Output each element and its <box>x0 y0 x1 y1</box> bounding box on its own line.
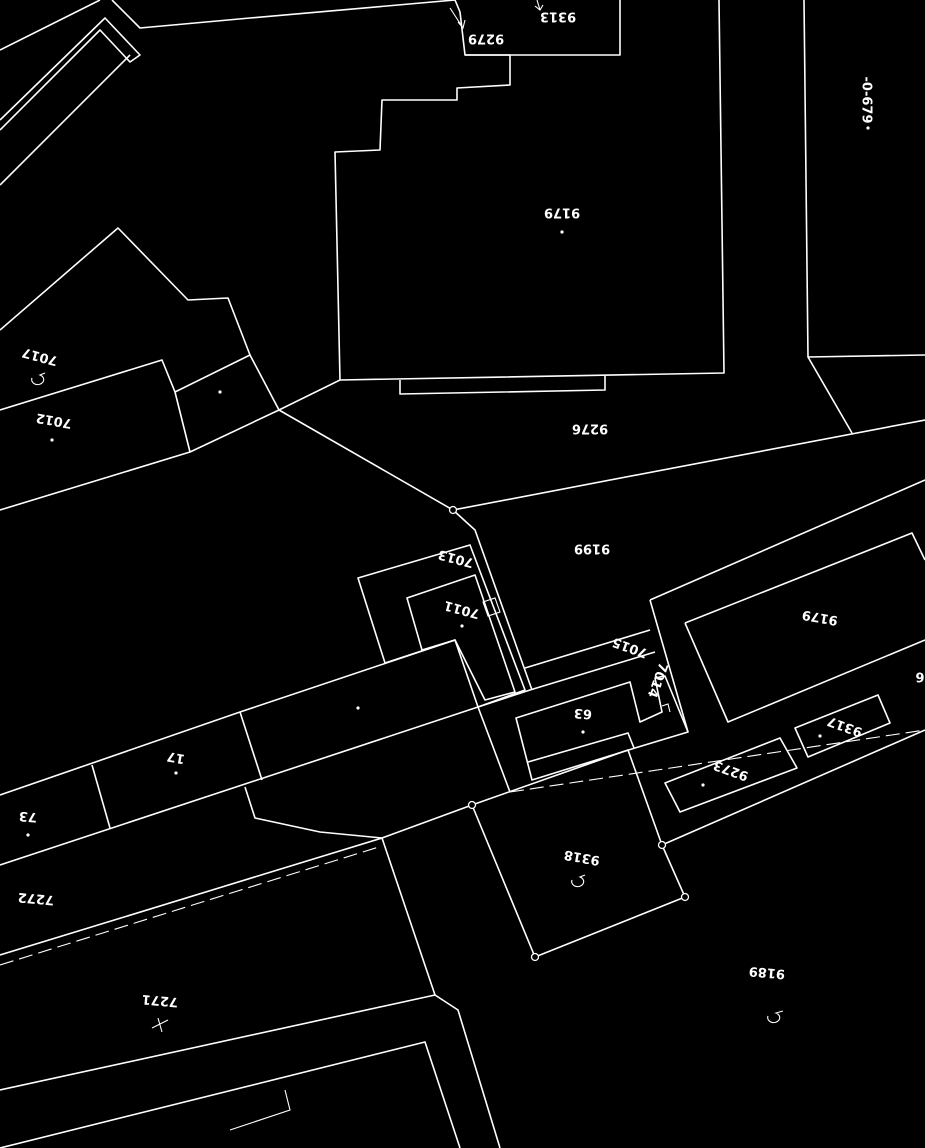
road-edge <box>278 379 454 511</box>
parcel-label-p17: 17 <box>166 748 186 766</box>
parcel-9313[interactable] <box>465 0 621 56</box>
parcel-boundary <box>527 732 635 763</box>
parcel-label-p9276: 9276 <box>572 421 608 436</box>
parcel-label-p73: 73 <box>18 808 37 825</box>
tree-symbol <box>31 372 46 386</box>
survey-point <box>530 952 540 962</box>
parcel-label-p9179b: 9179 <box>801 606 839 627</box>
parcel-label-p679: -0-679 <box>859 77 874 124</box>
marker-corner <box>661 703 671 713</box>
parcel-boundary <box>452 509 533 691</box>
parcel-boundary <box>111 0 456 29</box>
parcel-label-p7012: 7012 <box>35 409 73 430</box>
building-7271[interactable] <box>0 1041 461 1148</box>
survey-point <box>680 892 690 902</box>
parcel-boundary <box>91 764 111 829</box>
building-edge <box>0 994 436 1091</box>
parcel-label-p7272: 7272 <box>17 889 54 907</box>
road-edge <box>661 729 925 846</box>
road-edge <box>649 479 925 601</box>
building-9273[interactable] <box>664 737 798 813</box>
parcel-label-p9179: 9179 <box>544 205 580 220</box>
building-9199[interactable] <box>684 532 925 624</box>
parcel-label-p9317: 9317 <box>825 713 864 739</box>
arrow-marker <box>534 0 544 11</box>
building-edge <box>399 376 606 395</box>
tree-symbol <box>571 874 586 888</box>
parcel-label-p7011: 7011 <box>443 597 482 621</box>
parcel-label-p9189: 9189 <box>748 963 785 981</box>
road-edge <box>0 0 101 51</box>
road-edge <box>0 17 141 131</box>
road-edge <box>452 419 925 511</box>
parcel-boundary <box>0 227 280 411</box>
tree-symbol <box>767 1010 784 1024</box>
parcel-boundary <box>807 356 853 434</box>
parcel-label-pedge: 6 <box>915 669 924 684</box>
parcel-boundary <box>477 706 511 793</box>
road-centerline <box>509 729 925 793</box>
survey-point <box>467 800 477 810</box>
parcel-label-p7271: 7271 <box>141 991 178 1009</box>
parcel-label-p63: 63 <box>573 705 592 722</box>
building-9199-edge <box>684 622 925 723</box>
parcel-label-p9279: 9279 <box>468 31 504 46</box>
parcel-boundary <box>0 639 456 796</box>
road-edge <box>0 54 131 186</box>
arrow-marker <box>449 7 466 30</box>
building-9179[interactable] <box>334 0 725 381</box>
parcel-boundary <box>244 786 473 839</box>
parcel-label-p7015: 7015 <box>610 634 649 660</box>
parcel-boundary <box>239 711 263 781</box>
cross-symbol <box>151 1017 169 1033</box>
parcel-label-p7017: 7017 <box>21 344 60 368</box>
road-centerline <box>0 845 383 966</box>
building-9317[interactable] <box>794 694 891 758</box>
parcel-9318[interactable] <box>471 749 686 958</box>
parcel-7015[interactable] <box>524 629 651 669</box>
parcel-boundary <box>174 391 280 453</box>
parcel-label-p9273: 9273 <box>711 757 750 783</box>
survey-point <box>657 840 667 850</box>
survey-point <box>448 505 458 515</box>
parcel-label-p9318: 9318 <box>563 846 601 867</box>
building-step <box>229 1089 291 1131</box>
parcel-7013[interactable] <box>357 544 526 708</box>
parcel-7012[interactable] <box>0 451 191 511</box>
parcel-63[interactable] <box>515 675 689 781</box>
parcel-679[interactable] <box>803 0 925 358</box>
parcel-label-p9313: 9313 <box>540 9 576 24</box>
parcel-7017[interactable] <box>0 354 251 411</box>
road-edge <box>0 837 383 956</box>
parcel-7011[interactable] <box>406 574 516 701</box>
parcel-label-p9199: 9199 <box>574 541 610 556</box>
parcel-boundary <box>649 599 689 733</box>
road-edge <box>381 837 501 1148</box>
marker-box <box>482 597 501 617</box>
